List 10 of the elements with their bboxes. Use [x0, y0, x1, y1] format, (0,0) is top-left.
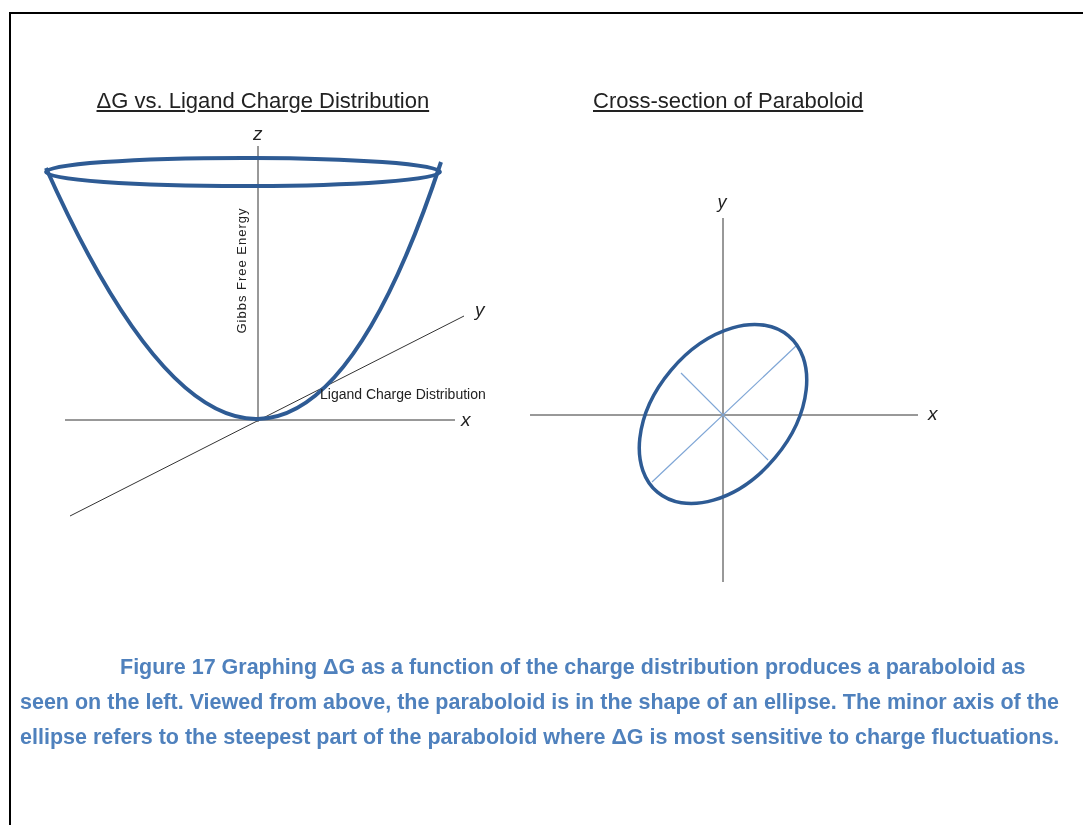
axis-label: x	[928, 404, 938, 423]
axis-title: Gibbs Free Energy	[234, 206, 248, 334]
axis-label: y	[717, 193, 727, 211]
axis-label: y	[475, 300, 485, 319]
panel-title: Cross-section of Paraboloid	[593, 90, 864, 112]
axis-title: Ligand Charge Distribution	[320, 387, 486, 401]
axis-label: z	[253, 124, 263, 143]
figure-caption: Figure 17 Graphing ΔG as a function of the charge distribution produces a paraboloid as seen on the left. Viewed from above, the paraboloid is in the shape of an ellipse. The minor axis of the ellipse refers to the steepest part of the paraboloid where ΔG is most sensitive to charge fluctuations.	[20, 654, 1060, 751]
axis-label: x	[461, 410, 471, 429]
panel-title: ΔG vs. Ligand Charge Distribution	[96, 90, 430, 112]
